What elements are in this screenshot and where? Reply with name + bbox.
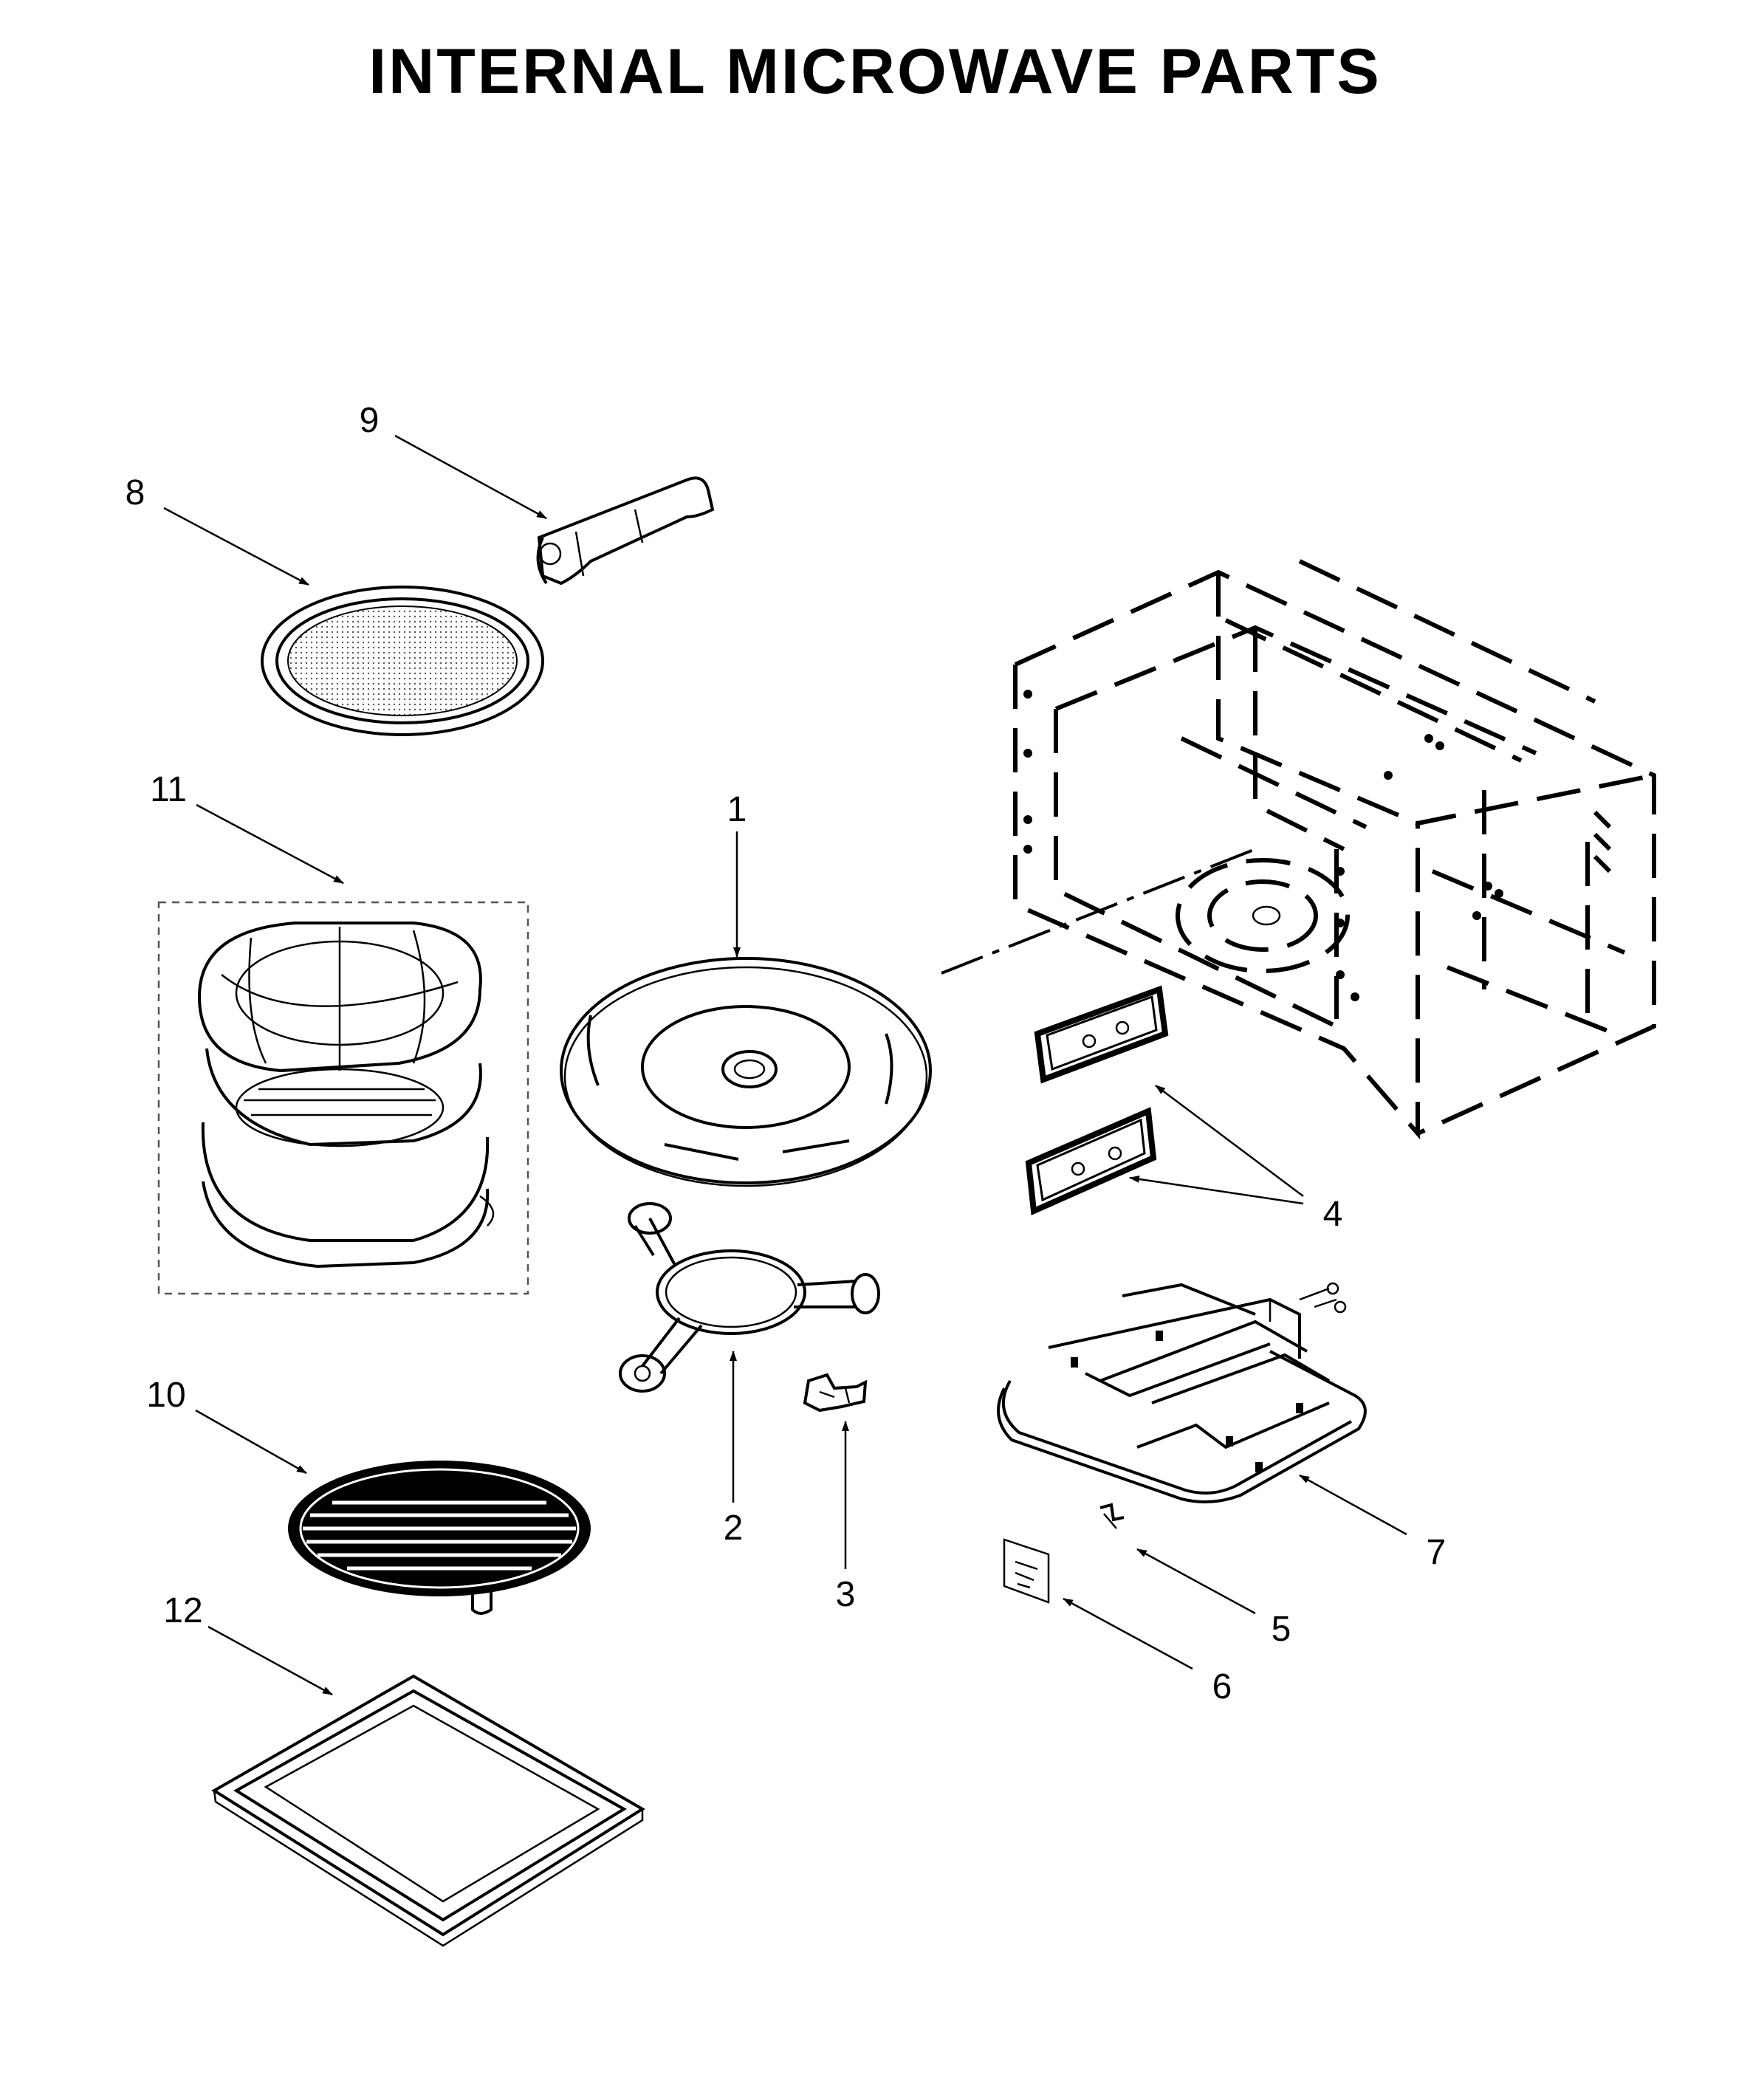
part-7-heating-element <box>997 1282 1367 1503</box>
callout-10-label: 10 <box>146 1376 185 1415</box>
callout-12-label: 12 <box>163 1591 202 1630</box>
callout-10: 10 <box>146 1376 307 1475</box>
part-10-grill-rack <box>288 1461 591 1615</box>
callout-6-label: 6 <box>1212 1667 1232 1706</box>
part-11-steamer <box>157 901 529 1295</box>
part-6-label <box>1003 1538 1050 1604</box>
callout-11: 11 <box>150 770 344 885</box>
callout-3: 3 <box>836 1421 856 1614</box>
diagram-title: INTERNAL MICROWAVE PARTS <box>368 36 1382 107</box>
callout-5: 5 <box>1136 1548 1291 1649</box>
callout-7: 7 <box>1299 1474 1447 1572</box>
callout-1-label: 1 <box>727 790 747 829</box>
part-12-baking-tray <box>211 1674 645 1947</box>
callout-4-label: 4 <box>1323 1195 1343 1234</box>
callout-1: 1 <box>727 790 747 958</box>
part-4-covers <box>1025 985 1169 1215</box>
callout-7-label: 7 <box>1427 1533 1447 1572</box>
alignment-line <box>941 848 1256 975</box>
callout-9-label: 9 <box>360 401 380 440</box>
part-3-coupler <box>803 1373 868 1413</box>
callout-2: 2 <box>724 1351 744 1548</box>
callout-4: 4 <box>1129 1085 1343 1234</box>
part-8-crisper-plate <box>261 586 544 736</box>
part-9-handle <box>536 476 715 586</box>
part-1-turntable <box>560 957 932 1187</box>
callout-12: 12 <box>163 1591 333 1696</box>
oven-cavity <box>1013 559 1656 1140</box>
callout-2-label: 2 <box>724 1509 744 1548</box>
callout-11-label: 11 <box>150 770 187 809</box>
callout-5-label: 5 <box>1272 1610 1291 1649</box>
callout-9: 9 <box>360 401 547 520</box>
part-2-roller-support <box>619 1202 880 1393</box>
cover-upper <box>1034 985 1169 1084</box>
cover-lower <box>1025 1107 1157 1215</box>
part-5-bracket <box>1099 1503 1125 1529</box>
callout-8: 8 <box>126 473 309 586</box>
callout-3-label: 3 <box>836 1575 856 1614</box>
callout-8-label: 8 <box>126 473 145 512</box>
callout-6: 6 <box>1063 1597 1232 1706</box>
